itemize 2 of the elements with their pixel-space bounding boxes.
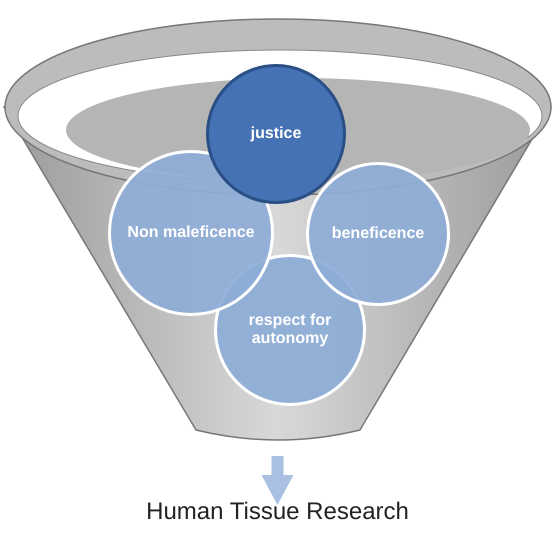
block-arrow	[262, 456, 294, 505]
outcome-label: Human Tissue Research	[100, 500, 455, 526]
